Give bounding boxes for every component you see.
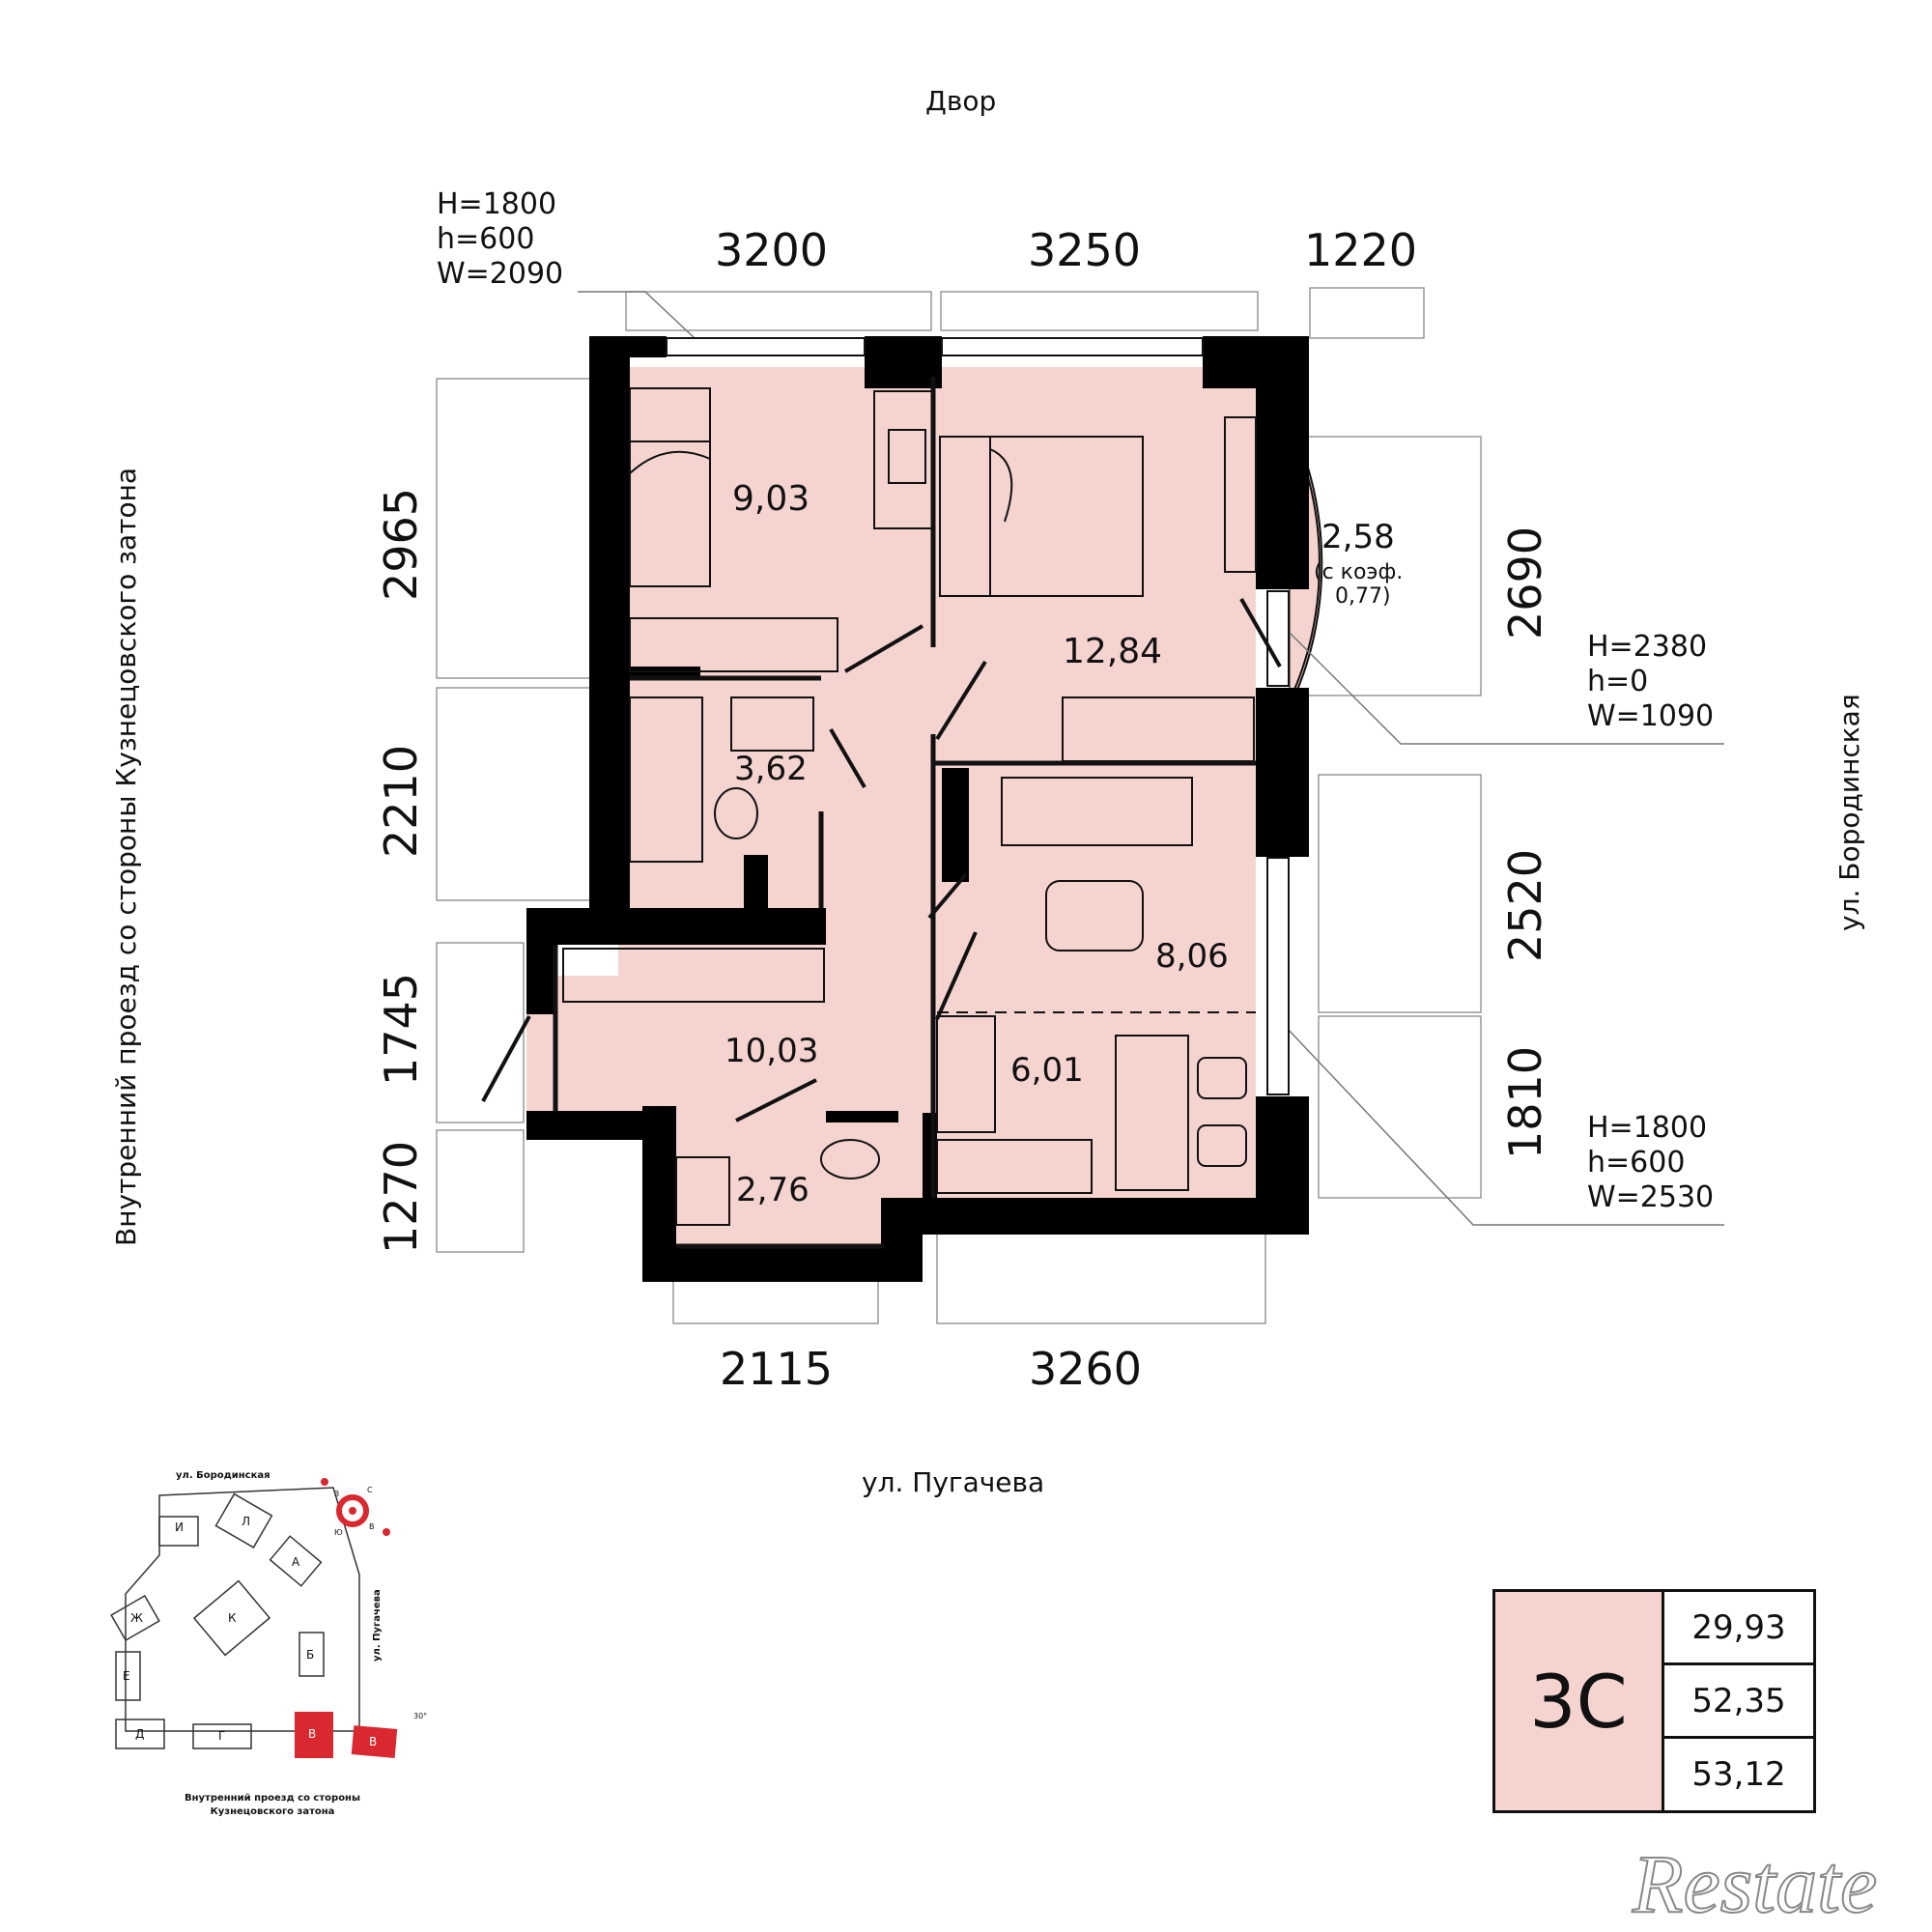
window-note-height: H=2380 [1587,630,1708,664]
window-note-width: W=1090 [1587,699,1715,733]
room-area-bathroom: 3,62 [734,750,808,788]
compass-north: С [367,1486,373,1494]
balcony-coefficient-note-2: 0,77) [1335,584,1391,609]
side-label-top: Двор [925,85,997,117]
minimap-caption-1: Внутренний проезд со стороны [184,1793,361,1804]
dim-top-1: 3200 [715,224,829,276]
minimap-street-right: ул. Пугачева [372,1589,383,1662]
minimap-caption-2: Кузнецовского затона [210,1806,335,1817]
window-note-sill: h=600 [1587,1146,1686,1179]
minimap-building-label: К [228,1611,237,1625]
dim-right-2: 2520 [1499,848,1551,962]
furniture [562,387,1257,1226]
minimap-building-label-selected: В [369,1735,378,1748]
minimap-drawing [110,1478,398,1758]
room-area-living: 8,06 [1155,937,1229,976]
area-cell-1: 29,93 [1664,1592,1813,1665]
minimap-building-label: Е [123,1669,130,1683]
minimap-building-label: Л [242,1515,251,1528]
window-note-top-left: H=1800 h=600 W=2090 [437,187,563,292]
summary-table: 3С 29,93 52,35 53,12 [1492,1589,1816,1813]
window-note-balcony: H=2380 h=0 W=1090 [1587,630,1714,734]
minimap-building-label: Г [218,1729,226,1743]
dim-right-1: 2690 [1499,526,1551,639]
dim-left-1: 2965 [375,487,427,601]
minimap-building-label: Б [306,1648,315,1662]
apartment-floor [526,367,1256,1256]
dim-left-4: 1270 [375,1140,427,1254]
compass-east: В [369,1522,375,1531]
window-note-width: W=2530 [1587,1180,1715,1214]
dim-left-3: 1745 [375,972,427,1086]
window-note-width: W=2090 [437,257,564,291]
compass-south: Ю [334,1528,343,1537]
area-cell-2: 52,35 [1664,1665,1813,1739]
room-area-kitchen: 6,01 [1010,1051,1084,1090]
compass-west: З [334,1490,340,1498]
dim-top-2: 3250 [1028,224,1142,276]
window-frames [666,337,1290,1095]
window-note-kitchen: H=1800 h=600 W=2530 [1587,1111,1714,1215]
side-label-bottom: ул. Пугачева [862,1466,1045,1498]
site-minimap: ул. Бородинская ул. Пугачева Внутренний … [106,1459,454,1826]
dim-bottom-1: 2115 [720,1343,834,1395]
living-area: 29,93 [1691,1607,1786,1647]
minimap-street-top: ул. Бородинская [176,1470,270,1481]
room-area-hall: 10,03 [724,1032,819,1070]
minimap-building-label: Д [135,1727,145,1741]
apartment-type-cell: 3С [1495,1592,1664,1810]
minimap-building-label: Ж [130,1611,143,1625]
minimap-building-label-selected: В [308,1727,317,1741]
window-note-height: H=1800 [437,187,557,221]
window-leaders [578,291,1724,1226]
side-label-left: Внутренний проезд со стороны Кузнецовско… [110,467,142,1246]
apartment-type: 3С [1529,1658,1628,1745]
room-area-wc: 2,76 [736,1171,810,1209]
room-area-balcony: 2,58 [1321,518,1395,556]
room-area-bedroom-small: 9,03 [732,479,810,519]
minimap-building-label: А [292,1555,300,1569]
dim-right-3: 1810 [1499,1045,1551,1159]
area-cell-3: 53,12 [1664,1739,1813,1810]
dim-left-2: 2210 [375,744,427,858]
door-swings [481,598,1282,1122]
orientation-angle: 30° [413,1712,428,1720]
room-area-bedroom-large: 12,84 [1063,632,1163,671]
walls [526,336,1309,1282]
total-area-with-balcony: 53,12 [1691,1755,1786,1794]
side-label-right: ул. Бородинская [1833,694,1865,931]
window-note-sill: h=600 [437,222,535,256]
window-note-height: H=1800 [1587,1111,1708,1145]
dim-top-3: 1220 [1304,224,1418,276]
watermark: Restate [1632,1836,1878,1931]
minimap-building-label: И [175,1520,184,1534]
total-area: 52,35 [1691,1681,1786,1720]
window-note-sill: h=0 [1587,665,1649,698]
balcony-coefficient-note-1: (с коэф. [1314,560,1404,584]
dim-bottom-2: 3260 [1029,1343,1143,1395]
